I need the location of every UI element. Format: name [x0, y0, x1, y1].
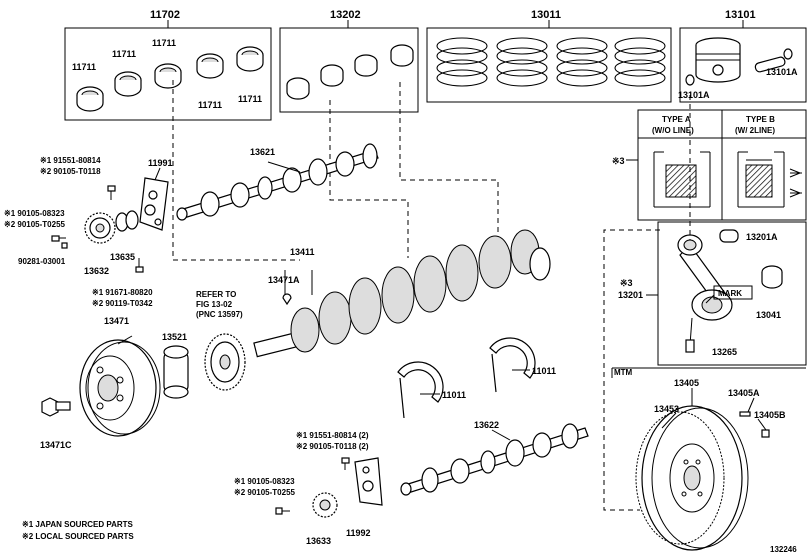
camshaft-13622 — [400, 423, 589, 496]
label-type-b: TYPE B — [746, 115, 775, 124]
label-11702: 11702 — [150, 9, 180, 21]
refer-line-3: (PNC 13597) — [196, 310, 243, 319]
note-91551-80814: ※1 91551-80814 — [40, 156, 101, 165]
label-13011: 13011 — [531, 9, 561, 21]
label-11011-a: 11011 — [442, 390, 466, 400]
note-90105-t0118-2: ※2 90105-T0118 (2) — [296, 442, 369, 451]
label-type-a-sub: (W/O LINE) — [652, 126, 694, 135]
label-11991: 11991 — [148, 158, 173, 168]
note-90105-t0118: ※2 90105-T0118 — [40, 167, 101, 176]
label-13411: 13411 — [290, 247, 315, 257]
label-11711-b: 11711 — [112, 49, 136, 59]
figure-number: 132246 — [770, 545, 797, 554]
label-13471c: 13471C — [40, 440, 72, 450]
type-box — [626, 109, 807, 221]
label-13521: 13521 — [162, 332, 187, 342]
label-13041: 13041 — [756, 310, 781, 320]
label-13201: 13201 — [618, 290, 643, 300]
camshaft-13621 — [176, 143, 379, 221]
note-90105-t0255-b: ※2 90105-T0255 — [234, 488, 296, 497]
refer-line-1: REFER TO — [196, 290, 236, 299]
label-13405a: 13405A — [728, 388, 760, 398]
label-90281-03001: 90281-03001 — [18, 257, 66, 266]
gear-13597 — [204, 333, 246, 391]
piston-ring-sets — [436, 37, 666, 87]
sprocket-13521 — [163, 345, 189, 399]
label-13622: 13622 — [474, 420, 499, 430]
label-13101: 13101 — [725, 9, 756, 21]
gear-13632 — [84, 212, 116, 244]
label-13471: 13471 — [104, 316, 129, 326]
pulley-13471 — [79, 339, 161, 437]
label-13405: 13405 — [674, 378, 699, 388]
label-13471a: 13471A — [268, 275, 300, 285]
plate-11991 — [139, 177, 169, 231]
dashed-leaders — [172, 80, 691, 511]
label-mark: MARK — [718, 289, 742, 298]
legend-japan: ※1 JAPAN SOURCED PARTS — [22, 520, 134, 529]
box-13101 — [679, 20, 807, 103]
label-13201a: 13201A — [746, 232, 778, 242]
label-type-b-sub: (W/ 2LINE) — [735, 126, 775, 135]
cam-bearings — [286, 44, 414, 100]
refer-line-2: FIG 13-02 — [196, 300, 233, 309]
label-13265: 13265 — [712, 347, 737, 357]
legend-local: ※2 LOCAL SOURCED PARTS — [22, 532, 134, 541]
labels: 11702 13202 13011 13101 11711 11711 1171… — [4, 9, 798, 554]
label-11711-d: 11711 — [198, 100, 222, 110]
box-11702 — [64, 20, 272, 121]
piston — [685, 37, 793, 86]
label-13101a-right: 13101A — [766, 67, 798, 77]
conrod-box — [646, 221, 807, 366]
label-13202: 13202 — [330, 9, 361, 21]
label-13405b: 13405B — [754, 410, 786, 420]
label-11711-e: 11711 — [238, 94, 262, 104]
label-type-a: TYPE A — [662, 115, 691, 124]
label-mark3-type: ※3 — [612, 156, 625, 166]
note-91671-80820: ※1 91671-80820 — [92, 288, 153, 297]
box-13202 — [279, 20, 419, 113]
label-11992: 11992 — [346, 528, 371, 538]
plate-11992 — [354, 457, 383, 506]
gear-13633 — [312, 492, 338, 518]
main-bearing-shells — [76, 46, 264, 112]
note-90105-08323: ※1 90105-08323 — [4, 209, 65, 218]
label-leaders — [117, 161, 767, 441]
label-13101a-left: 13101A — [678, 90, 710, 100]
thrust-washer-11011-b — [489, 337, 536, 393]
label-11711-a: 11711 — [72, 62, 96, 72]
label-mark3-rod: ※3 — [620, 278, 633, 288]
bolt-13471c — [41, 397, 71, 417]
note-91551-80814-2: ※1 91551-80814 (2) — [296, 431, 369, 440]
box-13011 — [426, 20, 672, 103]
label-11711-c: 11711 — [152, 38, 176, 48]
thrust-washer-11011-a — [397, 361, 444, 419]
label-13453: 13453 — [654, 404, 679, 414]
label-13632: 13632 — [84, 266, 109, 276]
flywheel-13405 — [611, 367, 806, 551]
label-mtm: MTM — [614, 368, 633, 377]
collar-13635 — [115, 210, 139, 232]
bolts-upper-left — [51, 185, 144, 273]
bolts-lower — [275, 457, 350, 515]
note-90105-08323-b: ※1 90105-08323 — [234, 477, 295, 486]
note-90105-t0255: ※2 90105-T0255 — [4, 220, 66, 229]
note-90119-t0342: ※2 90119-T0342 — [92, 299, 153, 308]
label-13635: 13635 — [110, 252, 135, 262]
crankshaft-13411 — [253, 229, 551, 358]
label-13621: 13621 — [250, 147, 275, 157]
label-13633: 13633 — [306, 536, 331, 546]
label-11011-b: 11011 — [532, 366, 556, 376]
